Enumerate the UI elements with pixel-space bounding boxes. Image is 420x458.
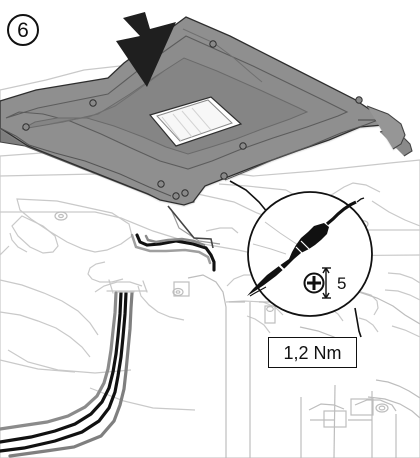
cover-window [148,96,243,147]
torque-value: 1,2 Nm [283,342,342,363]
step-number-text: 6 [17,18,29,42]
down-arrow-icon [116,12,176,87]
cover-screws [22,40,363,200]
screw-size-dimension [322,267,331,299]
screw-size-label: 5 [337,274,347,293]
phillips-screw-icon [303,272,325,294]
cable-bundle [0,233,216,458]
torque-label: 1,2 Nm [268,337,357,368]
front-frame [187,274,420,458]
callout-lines [229,180,362,338]
step-number-badge: 6 [7,14,39,46]
screwdriver-detail [247,191,373,317]
